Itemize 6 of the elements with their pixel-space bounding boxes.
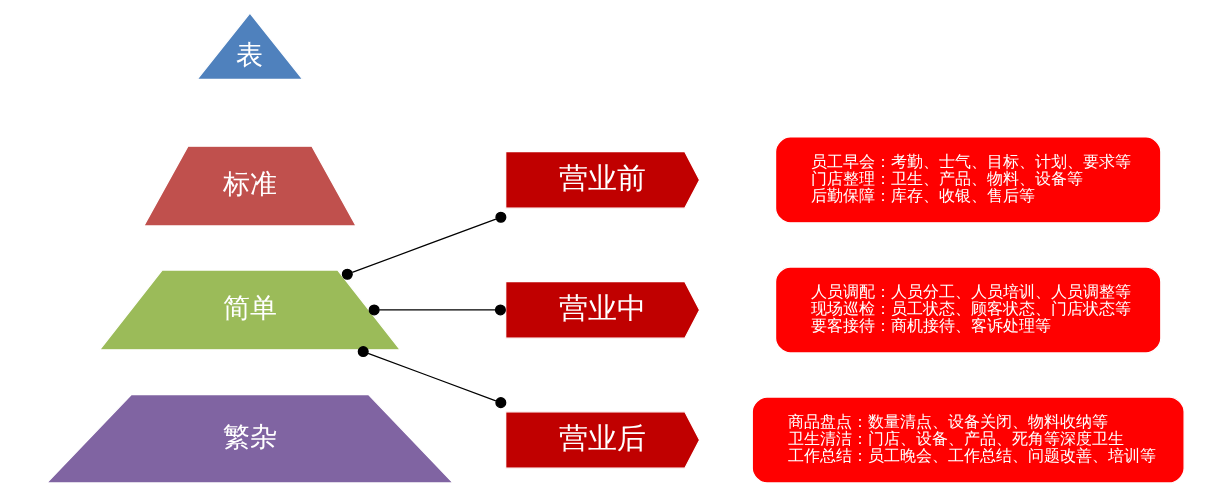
node-box: 人员调配：人员分工、人员培训、人员调整等 现场巡检：员工状态、顾客状态、门店状态等 要客接待：商机接待、客诉处理等 [774, 266, 1162, 354]
connector [341, 211, 507, 280]
connector [357, 346, 507, 409]
node-box: 员工早会：考勤、士气、目标、计划、要求等 门店整理：卫生、产品、物料、设备等 后勤保障：库存、收银、售后等 [774, 136, 1162, 224]
connector [368, 304, 506, 316]
node-box: 商品盘点：数量清点、设备关闭、物料收纳等 卫生清洁：门店、设备、产品、死角等深度卫生 工作总结：员工晚会、工作总结、问题改善、培训等 [751, 396, 1185, 484]
